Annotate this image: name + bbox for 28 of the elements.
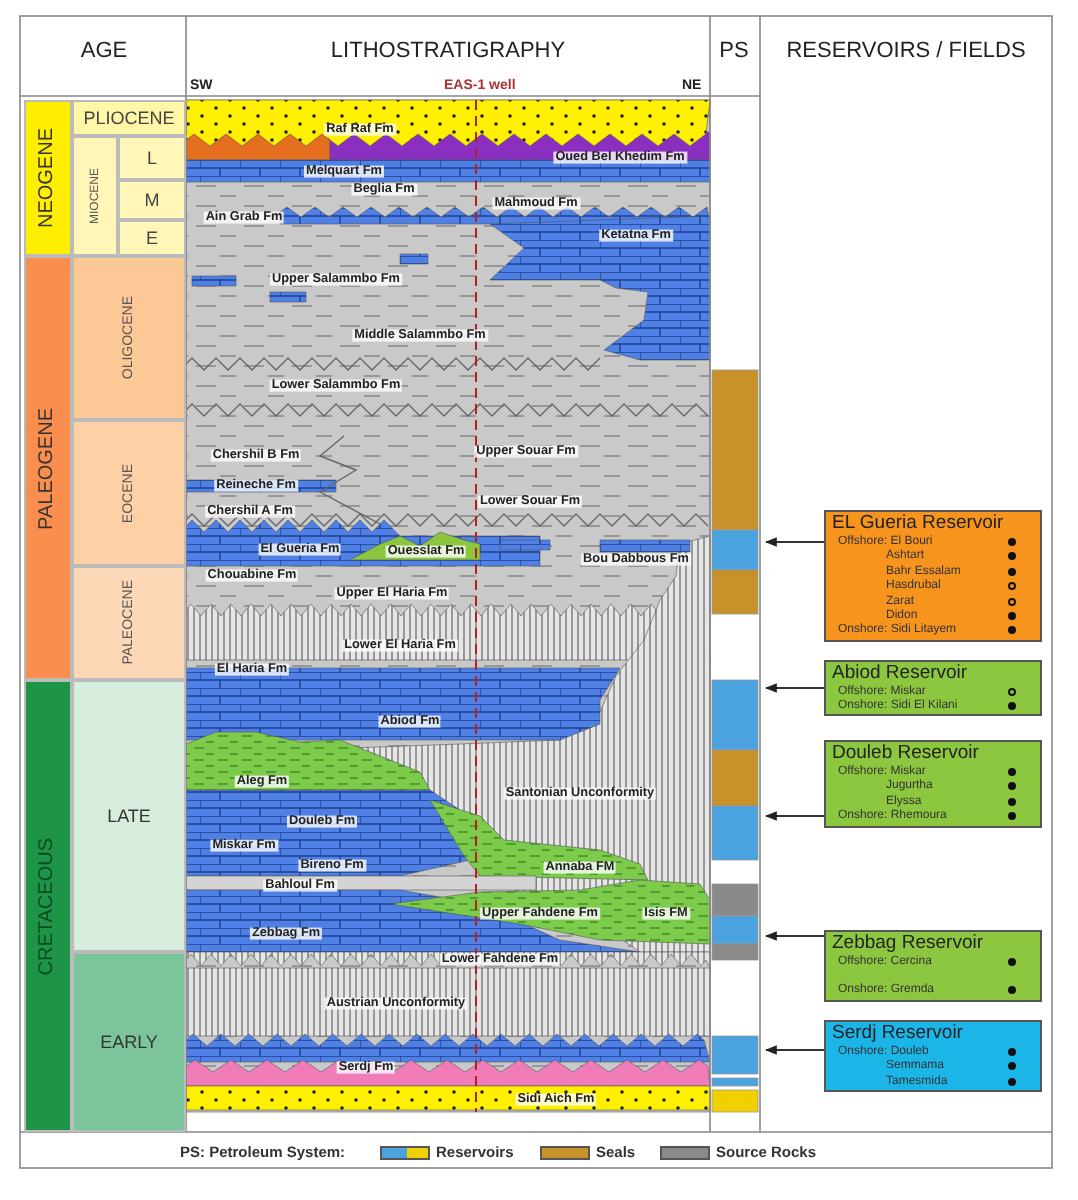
arrow bbox=[764, 537, 825, 547]
age-label: EARLY bbox=[100, 1033, 158, 1051]
age-label: PLIOCENE bbox=[83, 109, 175, 127]
arrow bbox=[764, 931, 825, 941]
arrow bbox=[764, 1045, 825, 1055]
reservoir-box bbox=[824, 930, 1042, 1002]
column-header: PS bbox=[719, 41, 749, 63]
reservoir-box bbox=[824, 660, 1042, 716]
reservoir-box bbox=[824, 510, 1042, 642]
age-label: PALEOGENE bbox=[38, 407, 58, 529]
age-label: L bbox=[146, 149, 157, 167]
column-header: RESERVOIRS / FIELDS bbox=[786, 41, 1026, 63]
arrow bbox=[764, 683, 825, 693]
age-label: NEOGENE bbox=[38, 127, 58, 228]
reservoir-title: Serdj Reservoir bbox=[832, 1024, 963, 1043]
arrow bbox=[764, 811, 825, 821]
reservoir-box bbox=[824, 740, 1042, 828]
column-header: AGE bbox=[80, 41, 128, 63]
reservoir-title: EL Gueria Reservoir bbox=[832, 514, 1004, 533]
age-label: LATE bbox=[107, 807, 151, 825]
age-label: CRETACEOUS bbox=[38, 837, 58, 975]
age-label: E bbox=[145, 229, 158, 247]
reservoir-title: Abiod Reservoir bbox=[832, 664, 968, 683]
age-label: M bbox=[144, 191, 160, 209]
reservoir-title: Douleb Reservoir bbox=[832, 744, 979, 763]
reservoir-box bbox=[824, 1020, 1042, 1092]
reservoir-title: Zebbag Reservoir bbox=[832, 934, 984, 953]
column-header: LITHOSTRATIGRAPHY bbox=[330, 41, 566, 63]
